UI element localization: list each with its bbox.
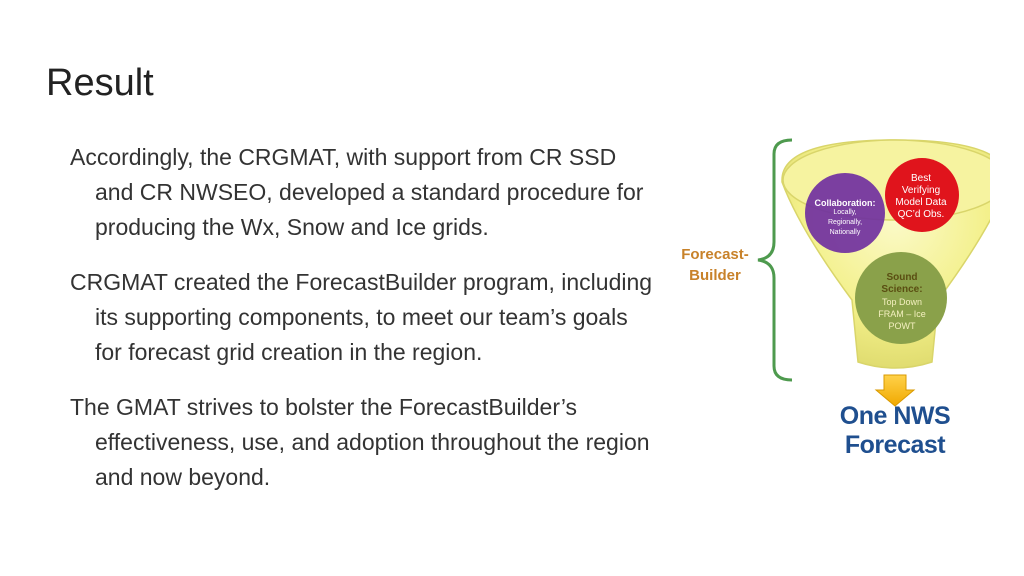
output-line1: One NWS xyxy=(839,402,951,430)
funnel-graphic xyxy=(757,138,990,407)
curly-brace-icon xyxy=(757,138,793,382)
forecast-builder-label: Forecast- Builder xyxy=(676,244,754,286)
sound-science-label: Sound Science: Top Down FRAM – Ice POWT xyxy=(866,272,938,332)
one-nws-forecast-label: One NWS Forecast xyxy=(830,402,960,460)
paragraph-2: CRGMAT created the ForecastBuilder progr… xyxy=(70,269,653,365)
best-data-line: Best xyxy=(910,173,931,184)
forecast-funnel-diagram: Forecast- Builder Collaboration: Locally… xyxy=(670,130,990,470)
collaboration-item: Nationally xyxy=(829,229,861,236)
forecast-builder-label-line2: Builder xyxy=(689,267,741,284)
sound-science-title-line: Science: xyxy=(881,284,923,295)
paragraph-3: The GMAT strives to bolster the Forecast… xyxy=(70,394,650,490)
best-data-line: Model Data xyxy=(895,197,947,208)
body-text: Accordingly, the CRGMAT, with support fr… xyxy=(70,140,660,515)
sound-science-item: FRAM – Ice xyxy=(878,309,926,319)
collaboration-item: Regionally, xyxy=(827,219,863,226)
paragraph-1: Accordingly, the CRGMAT, with support fr… xyxy=(70,144,644,240)
output-line2: Forecast xyxy=(844,431,946,459)
sound-science-title-line: Sound xyxy=(886,272,918,283)
best-data-circle xyxy=(885,158,959,232)
forecast-builder-label-line1: Forecast- xyxy=(681,246,749,263)
collaboration-item: Locally, xyxy=(833,209,857,216)
down-arrow-icon xyxy=(874,374,916,407)
sound-science-circle xyxy=(855,252,947,344)
collaboration-title: Collaboration: xyxy=(814,198,876,208)
collaboration-label: Collaboration: Locally, Regionally, Nati… xyxy=(808,198,882,238)
slide-title: Result xyxy=(46,62,154,104)
best-data-line: QC’d Obs. xyxy=(897,209,945,220)
best-data-line: Verifying xyxy=(901,185,941,196)
sound-science-item: POWT xyxy=(888,321,916,331)
sound-science-item: Top Down xyxy=(881,297,923,307)
collaboration-circle xyxy=(805,173,885,253)
best-data-label: Best Verifying Model Data QC’d Obs. xyxy=(886,173,956,221)
